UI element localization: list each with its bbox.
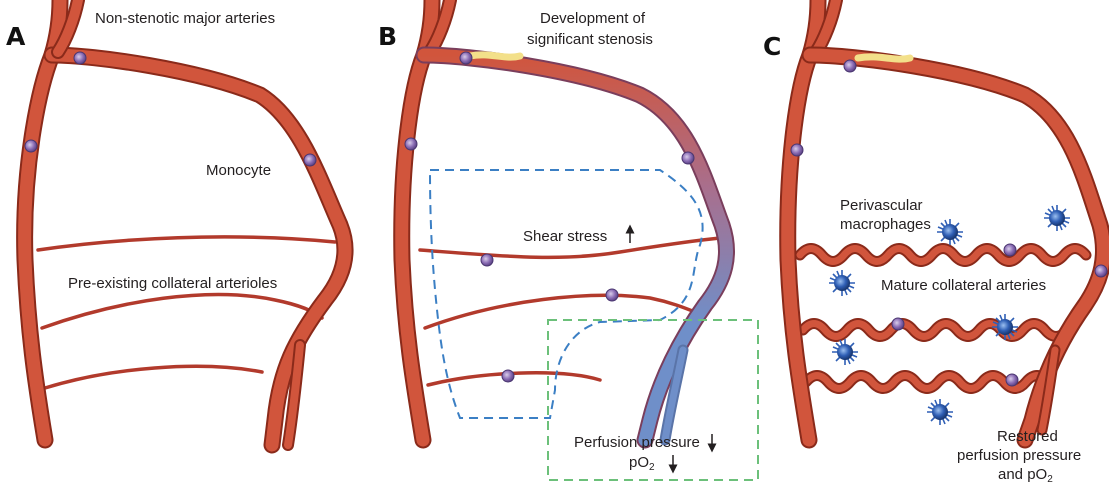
- panel-c-letter: C: [763, 32, 781, 61]
- monocyte-label: Monocyte: [206, 162, 271, 179]
- macrophage-icon: [927, 399, 953, 425]
- monocyte-icon: [74, 52, 86, 64]
- monocyte-icon: [502, 370, 514, 382]
- panel-a: A Non-stenotic major arteries Monocyte P…: [6, 0, 345, 445]
- macrophage-icon: [832, 339, 858, 365]
- monocyte-icon: [405, 138, 417, 150]
- monocyte-icon: [1006, 374, 1018, 386]
- monocyte-icon: [1004, 244, 1016, 256]
- macrophage-icon: [829, 270, 855, 296]
- stenosis-plaque: [470, 55, 520, 57]
- restored-label-line1: Restored: [997, 428, 1058, 445]
- panel-c: C Perivascular macrophages Mature collat…: [763, 0, 1107, 485]
- restored-label-line2: perfusion pressure: [957, 447, 1081, 464]
- macrophage-icon: [937, 219, 963, 245]
- monocyte-icon: [1095, 265, 1107, 277]
- monocyte-icon: [892, 318, 904, 330]
- monocyte-icon: [791, 144, 803, 156]
- collateral-arterioles-label: Pre-existing collateral arterioles: [68, 275, 277, 292]
- major-artery-a: [25, 0, 345, 445]
- perivascular-label-line2: macrophages: [840, 216, 931, 233]
- panel-b: B Development of significant stenosis Sh…: [378, 0, 758, 480]
- mature-collateral-label: Mature collateral arteries: [881, 277, 1046, 294]
- monocyte-icon: [682, 152, 694, 164]
- panel-a-title: Non-stenotic major arteries: [95, 10, 275, 27]
- panel-b-title-line1: Development of: [540, 10, 646, 27]
- monocyte-icon: [606, 289, 618, 301]
- monocyte-icon: [25, 140, 37, 152]
- monocyte-icon: [844, 60, 856, 72]
- stenosis-plaque: [858, 57, 910, 59]
- restored-label-line3: and pO2: [998, 466, 1053, 485]
- panel-a-letter: A: [6, 22, 26, 51]
- shear-stress-label: Shear stress: [523, 228, 607, 245]
- monocyte-icon: [481, 254, 493, 266]
- perfusion-pressure-label: Perfusion pressure: [574, 434, 700, 451]
- panel-b-letter: B: [378, 22, 397, 51]
- monocyte-icon: [304, 154, 316, 166]
- panel-b-title-line2: significant stenosis: [527, 31, 653, 48]
- perivascular-label-line1: Perivascular: [840, 197, 923, 214]
- po2-label: pO2: [629, 454, 655, 473]
- macrophage-icon: [1044, 205, 1070, 231]
- monocyte-icon: [460, 52, 472, 64]
